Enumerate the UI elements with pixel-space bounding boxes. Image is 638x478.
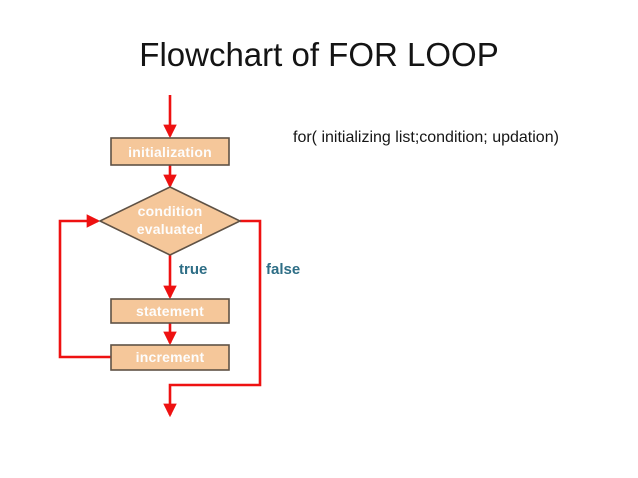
for-loop-syntax-text: for( initializing list;condition; updati…	[293, 129, 559, 146]
branch-label-false: false	[266, 261, 301, 278]
node-increment[interactable]	[110, 344, 230, 371]
node-condition-evaluated[interactable]	[98, 186, 242, 256]
branch-label-true: true	[179, 261, 208, 278]
edge-condition-false	[163, 219, 262, 418]
edge-increment-to-condition	[58, 214, 111, 359]
node-statement[interactable]	[110, 298, 230, 324]
page-title: Flowchart of FOR LOOP	[139, 36, 499, 73]
node-initialization[interactable]	[110, 137, 230, 166]
